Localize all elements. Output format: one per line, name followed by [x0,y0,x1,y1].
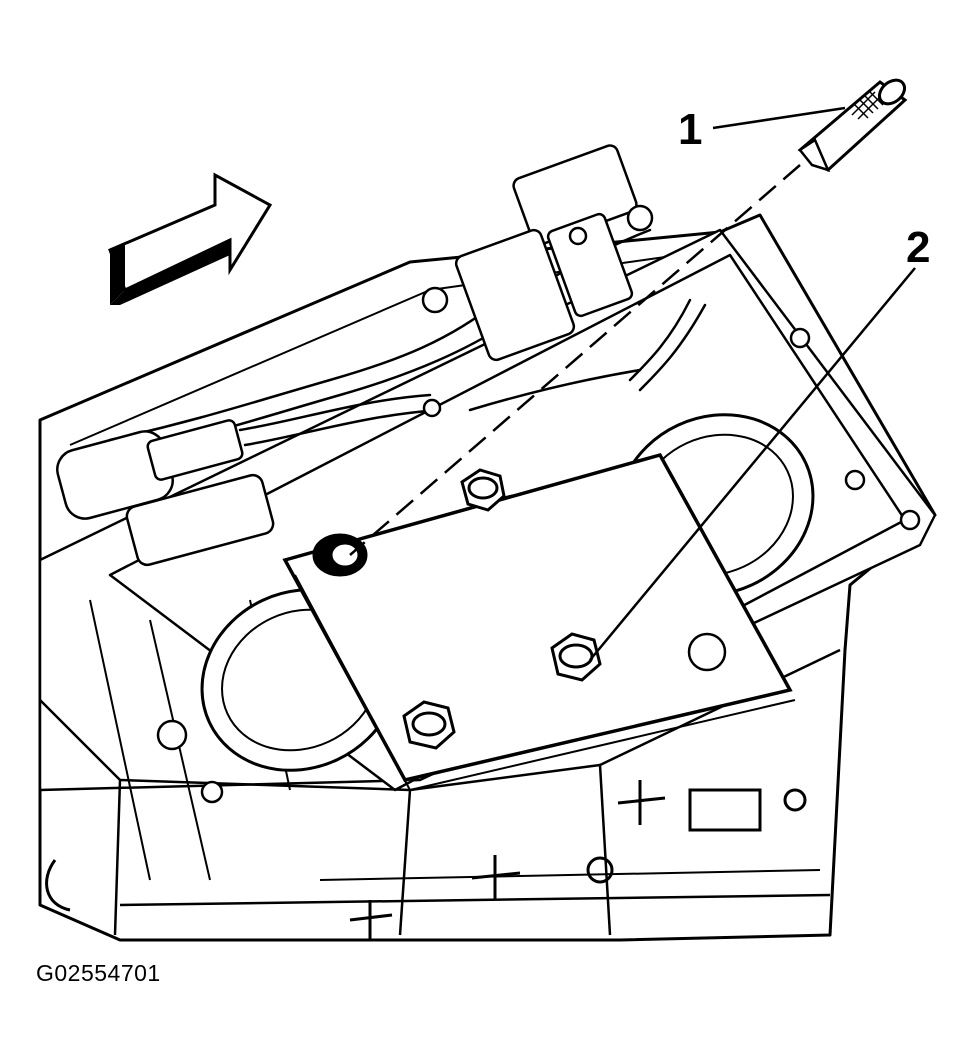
block-cast-marks [45,780,807,940]
callout-1-leader [712,106,846,130]
callout-2-label: 2 [906,223,930,272]
pin-icon [797,78,908,173]
bolt-icon [550,632,602,682]
alignment-line [349,164,801,556]
bolt-icon [460,468,506,512]
figure-code-label: G02554701 [36,960,161,986]
plate-bolts [312,468,602,750]
arrow-icon [108,172,273,305]
callout-1-label: 1 [678,105,702,154]
callout-2-leader [589,267,916,661]
pin-hole-icon [312,533,368,577]
bolt-icon [402,700,456,750]
sensor-components [56,144,921,804]
fixture-plate-icon [282,452,796,791]
